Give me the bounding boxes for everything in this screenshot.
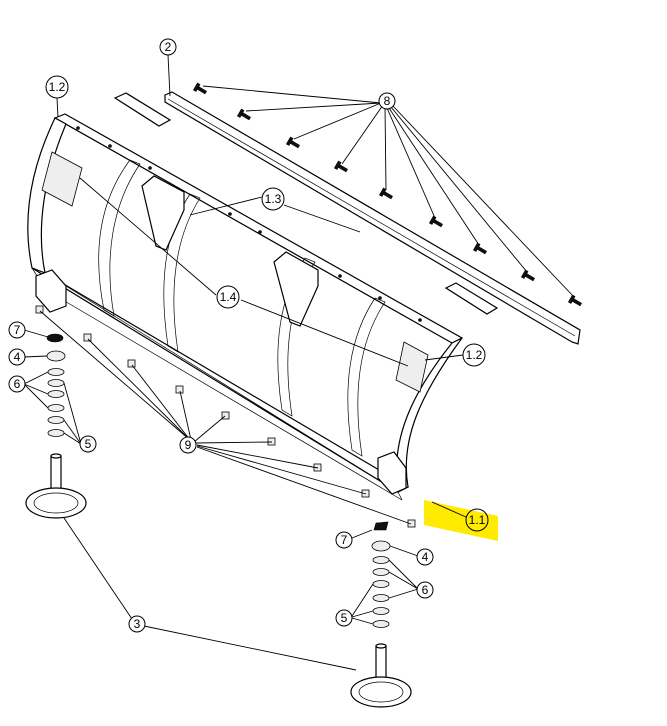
cutting-edge — [164, 91, 581, 345]
callout-4-left: 4 — [8, 348, 26, 366]
callout-1-1: 1.1 — [465, 508, 489, 532]
svg-text:7: 7 — [341, 533, 348, 547]
svg-text:9: 9 — [185, 438, 192, 452]
bolt — [472, 242, 487, 255]
callout-9: 9 — [179, 436, 197, 454]
svg-text:1.4: 1.4 — [220, 290, 237, 304]
svg-text:2: 2 — [165, 40, 172, 54]
bolts — [192, 82, 582, 307]
callout-7-left: 7 — [8, 321, 26, 339]
callout-1-2-right: 1.2 — [462, 343, 486, 367]
callout-6-left: 6 — [8, 375, 26, 393]
svg-text:1.3: 1.3 — [265, 192, 282, 206]
callout-5-right: 5 — [335, 609, 353, 627]
svg-text:1.1: 1.1 — [469, 513, 486, 527]
callout-1-2-top: 1.2 — [45, 75, 69, 99]
svg-text:1.2: 1.2 — [466, 348, 483, 362]
bolt — [192, 82, 207, 95]
svg-text:4: 4 — [14, 350, 21, 364]
svg-text:5: 5 — [341, 611, 348, 625]
bolt — [428, 215, 443, 228]
wear-strips — [113, 92, 499, 315]
callout-3: 3 — [128, 615, 146, 633]
callout-6-right: 6 — [416, 581, 434, 599]
moldboard — [27, 113, 464, 501]
callout-1-4: 1.4 — [216, 285, 240, 309]
svg-text:4: 4 — [422, 550, 429, 564]
bolt — [520, 269, 535, 282]
bolt — [567, 294, 582, 307]
svg-text:5: 5 — [85, 437, 92, 451]
svg-text:8: 8 — [384, 94, 391, 108]
svg-text:7: 7 — [14, 323, 21, 337]
callouts: 2 1.2 8 1.3 1.4 7 4 6 — [8, 38, 489, 633]
svg-text:6: 6 — [14, 377, 21, 391]
bolt — [378, 187, 393, 200]
callout-8: 8 — [378, 92, 396, 110]
callout-5-left: 5 — [79, 435, 97, 453]
bolt — [285, 136, 300, 149]
svg-text:1.2: 1.2 — [49, 80, 66, 94]
callout-1-1-highlight — [424, 500, 498, 541]
callout-1-3: 1.3 — [261, 187, 285, 211]
left-skid-stack — [25, 333, 87, 519]
callout-2: 2 — [159, 38, 177, 56]
callout-7-right: 7 — [335, 531, 353, 549]
leader-lines — [23, 54, 575, 671]
callout-4-right: 4 — [416, 548, 434, 566]
bolt — [236, 108, 251, 121]
svg-text:6: 6 — [422, 583, 429, 597]
bolt — [333, 160, 348, 173]
top-holes — [76, 126, 422, 322]
svg-text:3: 3 — [134, 617, 141, 631]
